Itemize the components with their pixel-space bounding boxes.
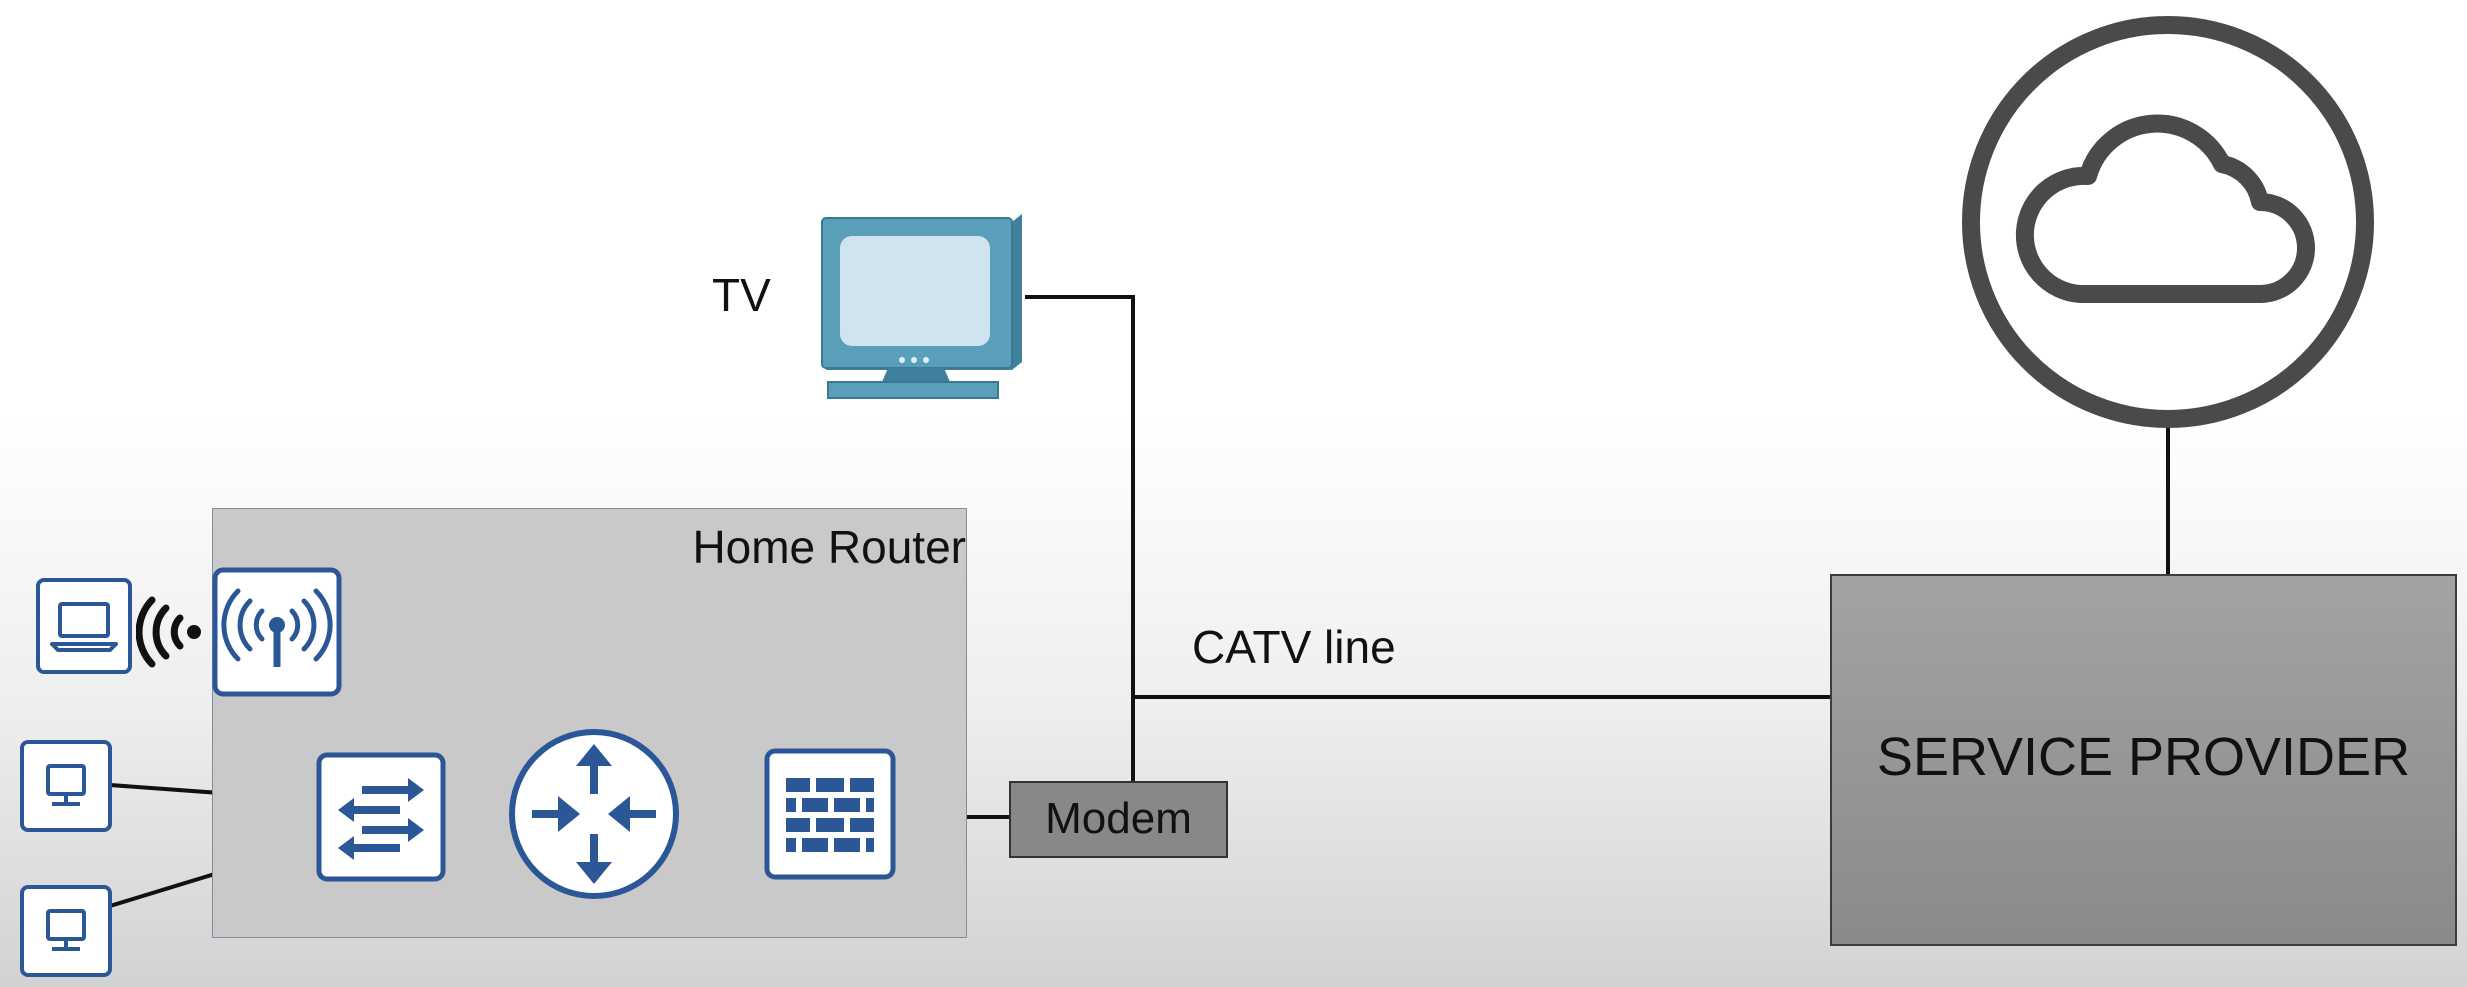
catv-line-label: CATV line xyxy=(1192,621,1396,673)
desktop-pc-icon[interactable] xyxy=(20,885,112,977)
tv-icon[interactable] xyxy=(818,212,1028,402)
service-provider-label: SERVICE PROVIDER xyxy=(1876,727,2411,787)
tv-label: TV xyxy=(712,269,771,321)
desktop-pc-icon[interactable] xyxy=(20,740,112,832)
laptop-icon[interactable] xyxy=(36,578,132,674)
service-provider-box[interactable] xyxy=(1830,574,2457,946)
modem-box[interactable] xyxy=(1009,781,1228,858)
home-router-label: Home Router xyxy=(692,521,966,573)
wifi-signal-icon xyxy=(136,596,201,668)
router-icon[interactable] xyxy=(508,728,680,900)
wireless-access-point-icon[interactable] xyxy=(212,567,342,697)
wire-tv-modem xyxy=(1025,295,1135,781)
cloud-icon[interactable] xyxy=(1960,14,2376,430)
firewall-icon[interactable] xyxy=(764,748,896,880)
modem-label: Modem xyxy=(1045,794,1192,843)
switch-icon[interactable] xyxy=(316,752,446,882)
